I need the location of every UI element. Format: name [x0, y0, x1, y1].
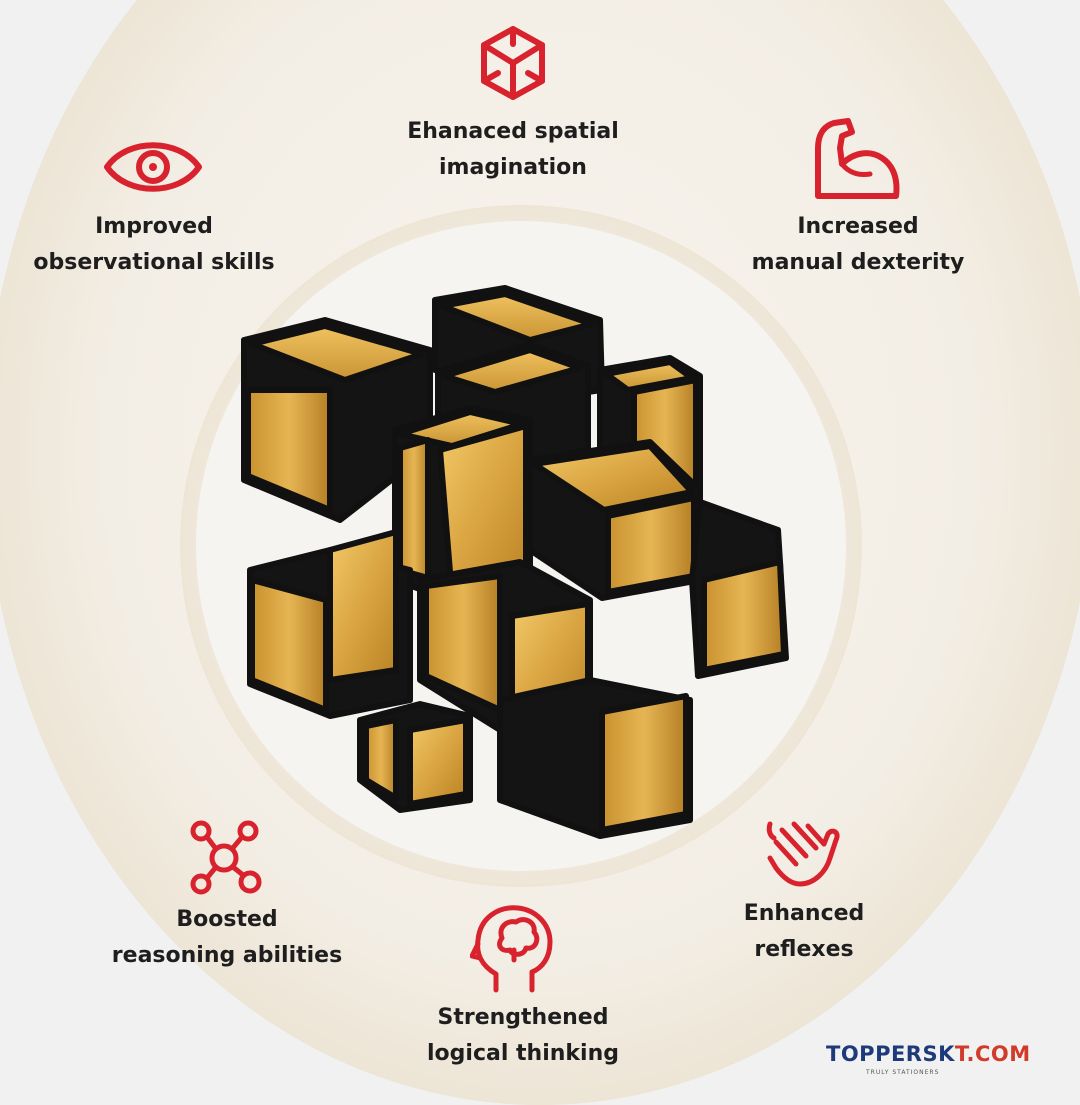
feature-line-2: reflexes [754, 937, 854, 962]
cube-outline-icon [481, 26, 545, 100]
feature-line-1: Increased [797, 214, 919, 239]
feature-reflexes: Enhanced reflexes [722, 896, 886, 968]
feature-reasoning-abilities: Boosted reasoning abilities [110, 902, 344, 974]
brand-logo: TOPPERSKT.COM TRULY STATIONERS [826, 1040, 1030, 1080]
brand-name-part-1: TOPPERSK [826, 1042, 955, 1066]
waving-hand-icon [766, 821, 840, 887]
feature-manual-dexterity: Increased manual dexterity [740, 209, 976, 281]
feature-logical-thinking: Strengthened logical thinking [412, 1000, 634, 1072]
feature-line-2: manual dexterity [751, 250, 965, 275]
gold-mirror-cube-image [241, 285, 789, 839]
feature-line-1: Boosted [176, 907, 278, 932]
feature-line-1: Strengthened [437, 1005, 609, 1030]
feature-line-1: Improved [95, 214, 213, 239]
feature-line-2: observational skills [33, 250, 275, 275]
feature-spatial-imagination: Ehanaced spatial imagination [390, 114, 636, 186]
brand-name-part-2: T [954, 1042, 967, 1066]
brand-name: TOPPERSKT.COM [826, 1042, 1031, 1066]
feature-line-1: Ehanaced spatial [407, 119, 619, 144]
feature-line-2: imagination [439, 155, 587, 180]
brand-name-part-3: .COM [966, 1042, 1031, 1066]
brand-tagline: TRULY STATIONERS [866, 1069, 940, 1076]
feature-observational-skills: Improved observational skills [20, 209, 288, 281]
flexed-arm-icon [815, 118, 900, 199]
eye-icon [104, 142, 202, 192]
head-brain-icon [470, 905, 553, 993]
feature-line-2: reasoning abilities [111, 943, 343, 968]
feature-line-2: logical thinking [427, 1041, 619, 1066]
network-nodes-icon [190, 820, 262, 895]
feature-line-1: Enhanced [743, 901, 865, 926]
